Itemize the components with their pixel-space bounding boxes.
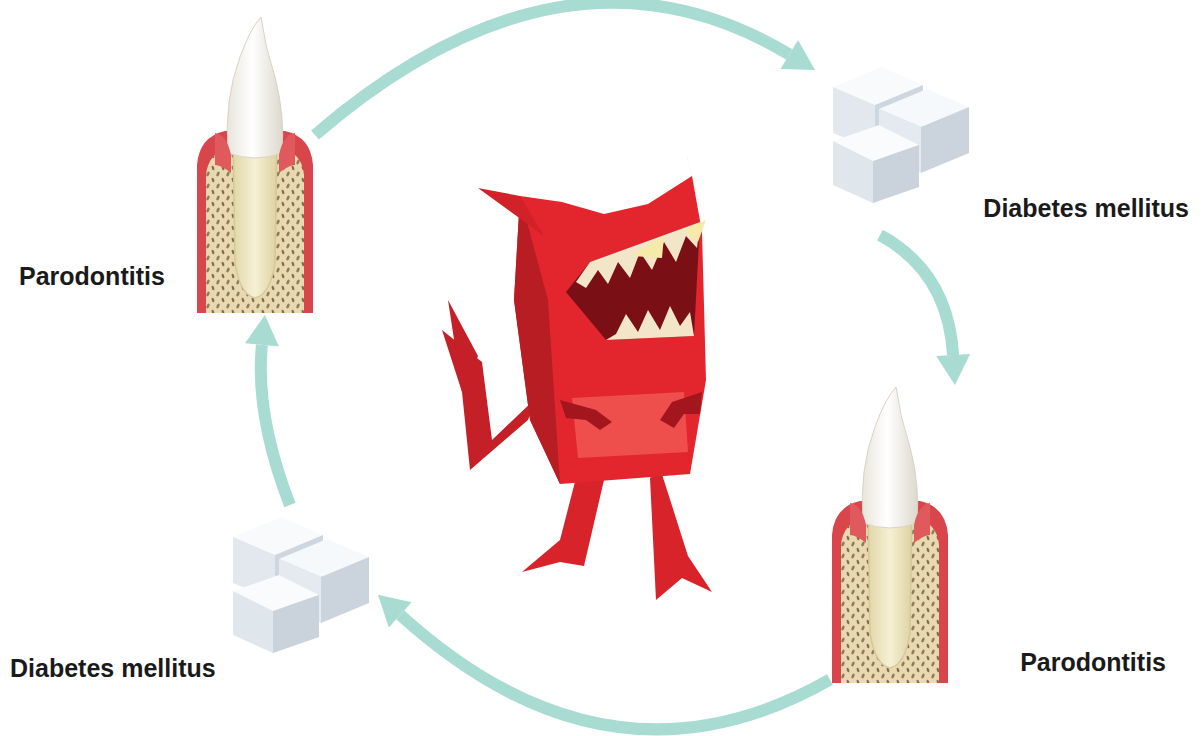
node-label: Parodontitis [19, 261, 165, 291]
node-label: Diabetes mellitus [10, 653, 216, 683]
arrow-line [400, 615, 830, 730]
node-label: Parodontitis [1020, 647, 1166, 677]
arrow-head [936, 354, 970, 385]
arrow-head [245, 315, 279, 347]
tooth-illustration [832, 387, 948, 683]
illustration-node: Parodontitis [15, 15, 315, 315]
arrow-line [261, 345, 290, 505]
arrow-line [880, 235, 953, 355]
arrow-line [315, 3, 789, 135]
tooth-illustration [197, 17, 313, 313]
illustration-node: Parodontitis [830, 385, 1180, 695]
arrow-head [378, 595, 412, 628]
sugar-cubes [833, 67, 969, 203]
illustration-node: Diabetes mellitus [815, 55, 1195, 235]
sugar-cubes [233, 517, 369, 653]
node-label: Diabetes mellitus [983, 193, 1189, 223]
cycle-arrow [378, 595, 830, 730]
arrow-head [781, 40, 815, 70]
cycle-arrow [245, 315, 290, 505]
cycle-arrow [880, 235, 970, 385]
devil-figure [442, 146, 712, 600]
cycle-arrow [315, 3, 815, 135]
illustration-node: Diabetes mellitus [8, 505, 378, 700]
